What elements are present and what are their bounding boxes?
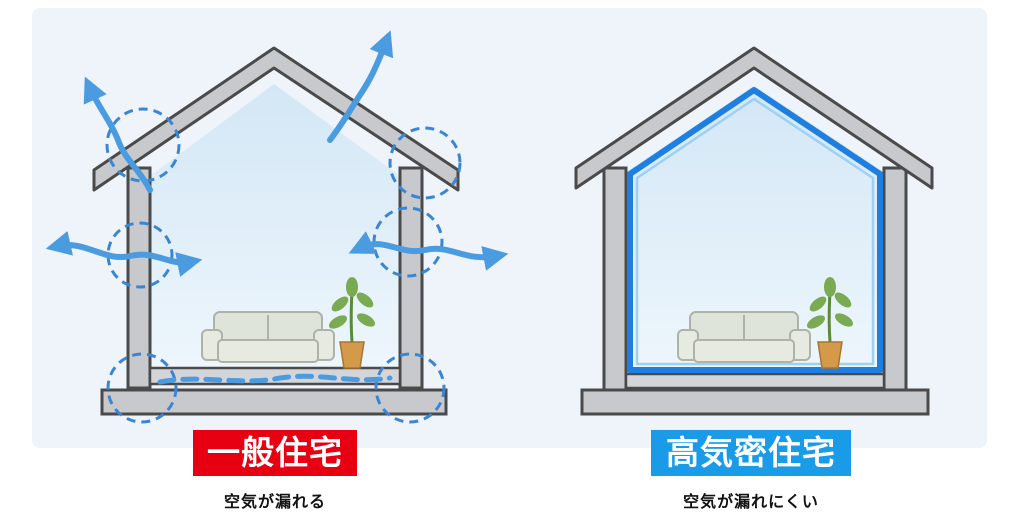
leak-point-circle-icon: [388, 126, 462, 200]
sofa-icon: [677, 311, 811, 363]
airtight-house-left-wall: [602, 166, 628, 392]
airtight-house-roof: [574, 46, 934, 190]
airtight-house: [574, 46, 934, 416]
air-leak-dashed-flow: [157, 373, 393, 385]
general-house-label: 一般住宅: [193, 430, 357, 476]
air-leak-arrow-icon: [45, 230, 203, 277]
airtight-house-caption: 空気が漏れにくい: [683, 492, 819, 511]
air-leak-arrow-icon: [348, 231, 509, 271]
airtight-house-label: 高気密住宅: [651, 430, 851, 476]
general-house-caption: 空気が漏れる: [223, 492, 326, 511]
general-house-foundation: [100, 388, 448, 416]
leak-point-circle-icon: [106, 352, 178, 424]
general-house-roof: [92, 46, 460, 192]
air-leak-arrow-icon: [83, 76, 153, 193]
airtight-house-floor-beam: [624, 372, 886, 390]
leak-point-circle-icon: [105, 107, 181, 183]
potted-plant-icon: [328, 277, 376, 369]
potted-plant-icon: [806, 277, 854, 369]
general-house-interior: [150, 84, 400, 370]
leak-point-circle-icon: [374, 352, 446, 424]
airtight-house-foundation: [580, 388, 930, 416]
sofa-icon: [201, 311, 335, 363]
airtight-seal-line-icon: [627, 87, 883, 373]
air-leak-arrow-icon: [327, 30, 394, 143]
general-house-right-wall: [398, 166, 424, 390]
general-house: [45, 30, 509, 424]
airtight-house-right-wall: [882, 166, 908, 392]
